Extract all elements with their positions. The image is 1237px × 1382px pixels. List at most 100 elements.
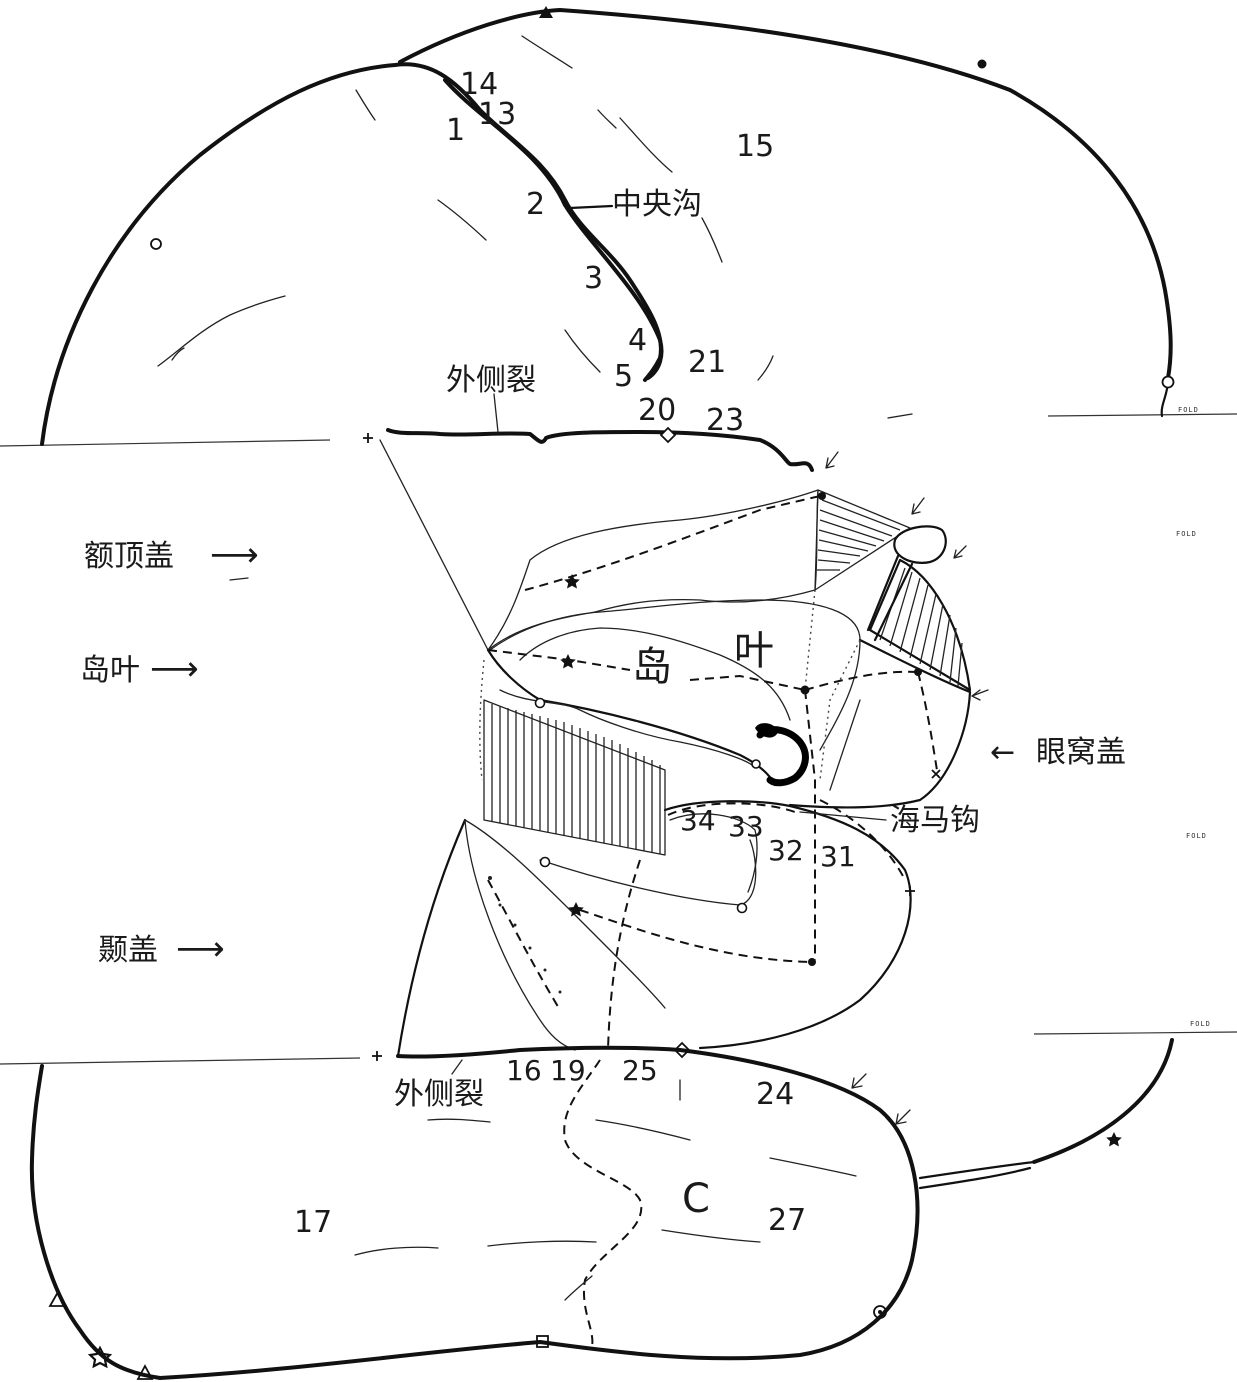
dashed-line-j xyxy=(563,1059,643,1347)
dashed-line-h xyxy=(667,802,796,816)
lateral-fissure-top-pointer xyxy=(493,393,499,433)
region-number-20: 20 xyxy=(638,393,676,428)
sulcus-9 xyxy=(757,355,774,381)
lower-sulcus-7 xyxy=(564,1275,593,1301)
lower-sulcus-5 xyxy=(487,1240,597,1247)
hatch-orbital-fan xyxy=(868,558,972,692)
region-number-27: 27 xyxy=(768,1203,806,1238)
temporal-operculum-edge xyxy=(464,819,666,1009)
region-number-4: 4 xyxy=(628,323,647,358)
label-insula-char1: 岛 xyxy=(632,644,672,690)
uncus-hook xyxy=(756,726,809,787)
region-number-2: 2 xyxy=(526,187,545,222)
orbital-operculum-body xyxy=(788,638,972,809)
region-number-34: 34 xyxy=(680,804,716,837)
sulcus-1 xyxy=(521,35,573,69)
temporal-operculum-dots xyxy=(488,876,562,994)
upper-dorsal-outline xyxy=(398,8,1173,380)
lower-sulcus-2 xyxy=(595,1119,691,1141)
lower-lobe-outline xyxy=(29,1045,920,1380)
dashed-line-a xyxy=(524,495,821,591)
insula-top-contour xyxy=(489,599,861,751)
temporal-inner-lobe xyxy=(669,813,758,893)
arrow-orbital: ← xyxy=(990,735,1015,770)
region-number-1: 1 xyxy=(446,113,465,148)
region-number-17: 17 xyxy=(294,1205,332,1240)
region-number-5: 5 xyxy=(614,359,633,394)
fold-line-bottom xyxy=(0,1057,361,1065)
lower-right-outline xyxy=(1032,1038,1174,1164)
fold-line-top xyxy=(0,439,331,447)
dotted-line-a xyxy=(804,589,816,691)
region-number-21: 21 xyxy=(688,345,726,380)
region-number-23: 23 xyxy=(706,403,744,438)
sulcus-6 xyxy=(619,117,673,173)
label-insula-side: 岛叶 xyxy=(80,653,140,688)
region-number-3: 3 xyxy=(584,261,603,296)
temporal-operculum-outline xyxy=(396,818,467,1058)
sulcus-11 xyxy=(229,577,249,581)
lower-sulcus-3 xyxy=(769,1157,857,1177)
frontoparietal-flap-outline xyxy=(487,489,819,651)
label-lateral-fissure-bottom: 外侧裂 xyxy=(394,1077,484,1112)
temporal-main-lobe xyxy=(663,800,912,1050)
sulcus-5 xyxy=(564,329,601,373)
dotted-line-c xyxy=(479,659,485,781)
region-number-16: 16 xyxy=(506,1054,542,1087)
dashed-line-l xyxy=(487,879,561,1011)
fold-mark-1: FOLD xyxy=(1178,406,1199,414)
uncus-hook-head xyxy=(755,723,778,738)
sulcus-8 xyxy=(597,109,617,129)
sulcus-10 xyxy=(887,413,913,419)
insula-inner-contour xyxy=(519,627,791,721)
temporal-stalk xyxy=(918,1160,1036,1180)
orbital-knob xyxy=(893,525,947,564)
fold-line-bottom-right xyxy=(1033,1031,1237,1035)
orbital-stalk-1 xyxy=(866,554,900,632)
arrow-temporal: ⟶ xyxy=(176,929,225,969)
region-number-24: 24 xyxy=(756,1077,794,1112)
sulcus-4 xyxy=(157,295,286,367)
upper-hemisphere-outline xyxy=(40,62,663,446)
region-number-31: 31 xyxy=(820,840,856,873)
label-uncus: 海马钩 xyxy=(890,803,980,838)
central-sulcus-line xyxy=(443,78,664,380)
dashed-line-i xyxy=(607,859,641,1051)
sulcus-2 xyxy=(355,89,376,121)
orbital-inner-line xyxy=(829,699,861,791)
region-number-14: 14 xyxy=(460,67,498,102)
lower-sulcus-4 xyxy=(354,1246,439,1256)
label-central-sulcus: 中央沟 xyxy=(612,187,702,222)
region-number-33: 33 xyxy=(728,810,764,843)
lower-sulcus-1 xyxy=(427,1118,491,1123)
region-number-15: 15 xyxy=(736,129,774,164)
temporal-operculum-inner xyxy=(464,819,576,1051)
central-sulcus-pointer xyxy=(568,204,614,210)
hatch-frontoparietal xyxy=(483,699,666,856)
arrow-insula: ⟶ xyxy=(150,649,199,689)
small-arrowheads xyxy=(825,451,989,1125)
dashed-line-c xyxy=(689,674,806,691)
arrow-frontoparietal: ⟶ xyxy=(210,535,259,575)
label-lateral-fissure-top: 外侧裂 xyxy=(446,363,536,398)
temporal-lower-loop xyxy=(539,839,757,906)
hatch-orbital-triangle xyxy=(814,489,911,591)
label-temporal-operculum: 颞盖 xyxy=(98,933,158,968)
label-frontoparietal-operculum: 额顶盖 xyxy=(84,539,174,574)
region-number-19: 19 xyxy=(550,1054,586,1087)
fold-mark-2: FOLD xyxy=(1176,530,1197,538)
fold-line-top-right xyxy=(1047,413,1237,417)
region-number-25: 25 xyxy=(622,1054,658,1087)
dashed-line-g xyxy=(917,671,939,777)
lateral-fissure-bottom-pointer xyxy=(451,1059,463,1075)
dotted-line-b xyxy=(819,639,861,781)
region-number-13: 13 xyxy=(478,97,516,132)
dashed-line-k xyxy=(819,799,906,881)
label-orbital-operculum: 眼窝盖 xyxy=(1036,735,1126,770)
dashed-line-d xyxy=(804,689,816,960)
frontoparietal-cut-line xyxy=(379,439,489,651)
uncus-pointer xyxy=(799,811,887,821)
sulcus-4b xyxy=(171,347,185,361)
dashed-line-e xyxy=(579,909,813,963)
